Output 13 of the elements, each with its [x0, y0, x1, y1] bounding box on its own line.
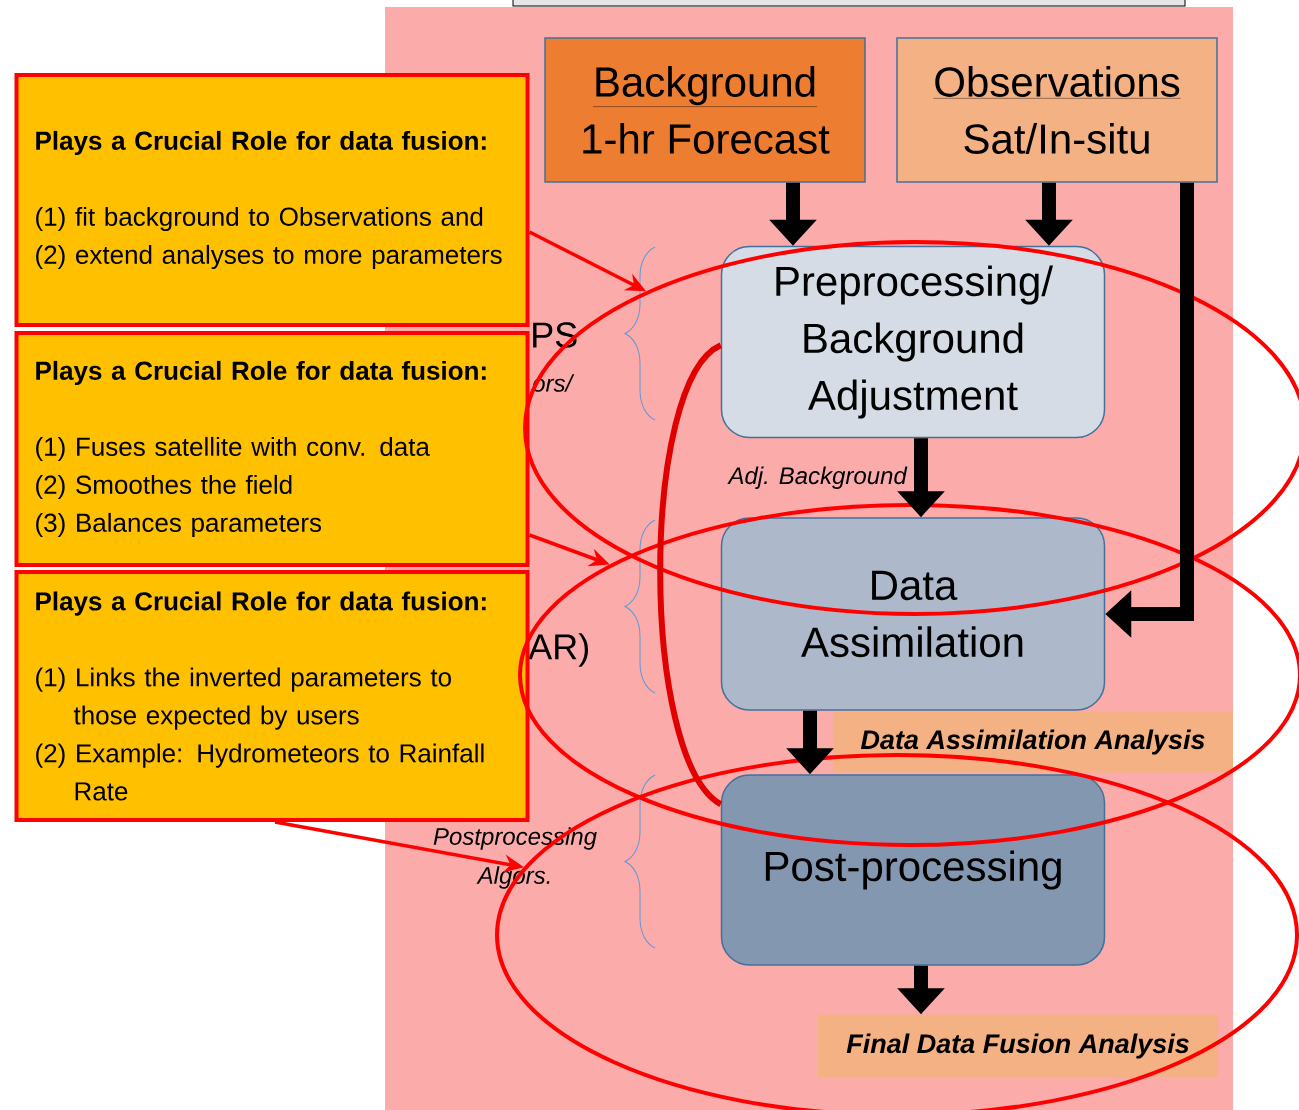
process-box: Data Assimilation	[720, 517, 1106, 711]
input-box: Observations Sat/In-situ	[896, 37, 1218, 183]
edge-label: Adj. Background	[726, 464, 909, 491]
callout-box: Plays a Crucial Role for data fusion: (1) fit background to Observations and (2) extend analyses to more parameters	[14, 73, 530, 327]
result-box: Data Assimilation Analysis	[833, 711, 1233, 773]
process-box: Preprocessing/ Background Adjustment	[720, 245, 1106, 439]
callout-box: Plays a Crucial Role for data fusion: (1) Links the inverted parameters to those expected by users (2) Example: Hydrometeors to Rainfall Rate	[14, 570, 530, 822]
side-label: AR)	[528, 633, 588, 667]
process-box: Post-processing	[720, 774, 1106, 966]
callout-box: Plays a Crucial Role for data fusion: (1) Fuses satellite with conv. data (2) Smoothes the field (3) Balances parameters	[14, 331, 530, 567]
input-box: Background 1-hr Forecast	[544, 37, 866, 183]
curved-connector	[657, 342, 723, 807]
result-box: Final Data Fusion Analysis	[818, 1014, 1218, 1078]
